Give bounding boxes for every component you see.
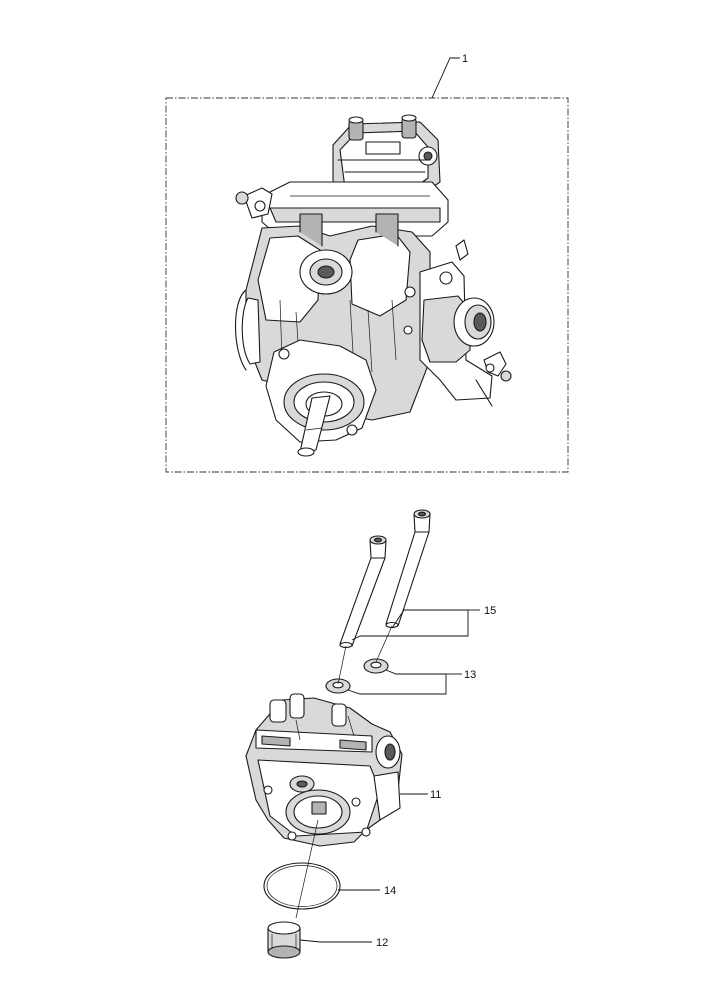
bolt-15-right[interactable]: [385, 509, 431, 629]
callout-label-11: 11: [430, 789, 441, 801]
feed-pump-housing-11[interactable]: [245, 693, 403, 847]
callout-14[interactable]: 14: [338, 885, 396, 897]
washer-13-lower[interactable]: [325, 678, 351, 694]
callout-11[interactable]: 11: [400, 789, 441, 801]
assembly-frame: [165, 97, 569, 473]
callout-15[interactable]: 15: [351, 605, 496, 641]
callout-label-12: 12: [376, 937, 388, 949]
injection-pump-assembly[interactable]: [234, 114, 512, 457]
cap-12[interactable]: [267, 921, 301, 959]
callout-label-14: 14: [384, 885, 396, 897]
callout-12[interactable]: 12: [299, 937, 388, 949]
callout-label-15: 15: [484, 605, 496, 617]
callout-label-1: 1: [462, 53, 468, 65]
o-ring-14[interactable]: [263, 862, 341, 910]
callout-13[interactable]: 13: [347, 669, 476, 695]
callout-label-13: 13: [464, 669, 476, 681]
bolt-15-left[interactable]: [339, 535, 387, 649]
callout-1[interactable]: 1: [431, 53, 468, 99]
washer-13-upper[interactable]: [363, 658, 389, 674]
assembly-centerline: [295, 625, 393, 919]
